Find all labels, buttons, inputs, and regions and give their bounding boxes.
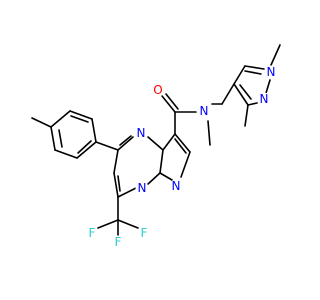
bond: [117, 187, 137, 198]
atom-label-n: N: [200, 104, 209, 118]
atom-label-f: F: [89, 226, 96, 240]
bond: [159, 149, 164, 174]
atom-label-f: F: [115, 235, 122, 249]
bond: [207, 120, 211, 146]
bond: [165, 93, 179, 110]
bond: [69, 110, 93, 120]
atom-label-n: N: [172, 179, 181, 193]
bond: [247, 102, 258, 106]
bond: [117, 175, 121, 192]
atom-label-n: N: [137, 126, 146, 140]
bond: [270, 44, 281, 66]
atom-label-n: N: [267, 65, 276, 79]
atom-label-o: O: [153, 83, 162, 97]
bond: [50, 126, 56, 151]
bond: [180, 151, 191, 178]
bond: [77, 140, 92, 154]
atom-labels: N N N O N N N F F F: [85, 65, 278, 249]
bond: [58, 129, 63, 148]
atom-label-background: [151, 83, 165, 97]
bond: [147, 172, 161, 185]
bond: [161, 95, 176, 113]
bond: [244, 70, 262, 75]
bond: [265, 79, 271, 94]
bond: [244, 104, 249, 127]
atom-label-background: [264, 65, 278, 79]
atom-label-n: N: [260, 92, 269, 106]
bond: [117, 219, 139, 229]
bond: [221, 83, 235, 105]
atom-label-background: [257, 92, 271, 106]
bond: [70, 115, 89, 123]
bond: [147, 136, 164, 151]
atom-label-background: [85, 226, 99, 240]
atom-label-background: [134, 126, 148, 140]
atom-label-background: [169, 179, 183, 193]
bond: [97, 219, 119, 229]
bond: [244, 65, 265, 70]
atom-label-n: N: [138, 181, 147, 195]
bond: [113, 172, 119, 198]
bond: [31, 117, 52, 128]
bond: [117, 136, 134, 151]
atom-label-background: [197, 104, 211, 118]
bond: [159, 172, 173, 181]
atom-label-background: [137, 226, 151, 240]
bond: [54, 149, 78, 159]
bond: [233, 83, 249, 106]
bond: [113, 149, 119, 174]
molecule-structure: N N N O N N N F F F: [31, 44, 281, 249]
atom-label-background: [135, 181, 149, 195]
molecule-canvas: N N N O N N N F F F: [31, 44, 281, 249]
bond: [50, 110, 71, 128]
bond: [174, 133, 191, 153]
bond: [239, 84, 252, 100]
bond: [91, 118, 97, 143]
bond: [162, 133, 176, 151]
bond: [233, 65, 246, 85]
bonds: [31, 44, 281, 237]
bond: [95, 141, 119, 151]
bond: [76, 141, 97, 159]
atom-label-f: F: [141, 226, 148, 240]
bond: [174, 138, 187, 154]
bond: [119, 135, 132, 146]
atom-label-background: [111, 235, 125, 249]
